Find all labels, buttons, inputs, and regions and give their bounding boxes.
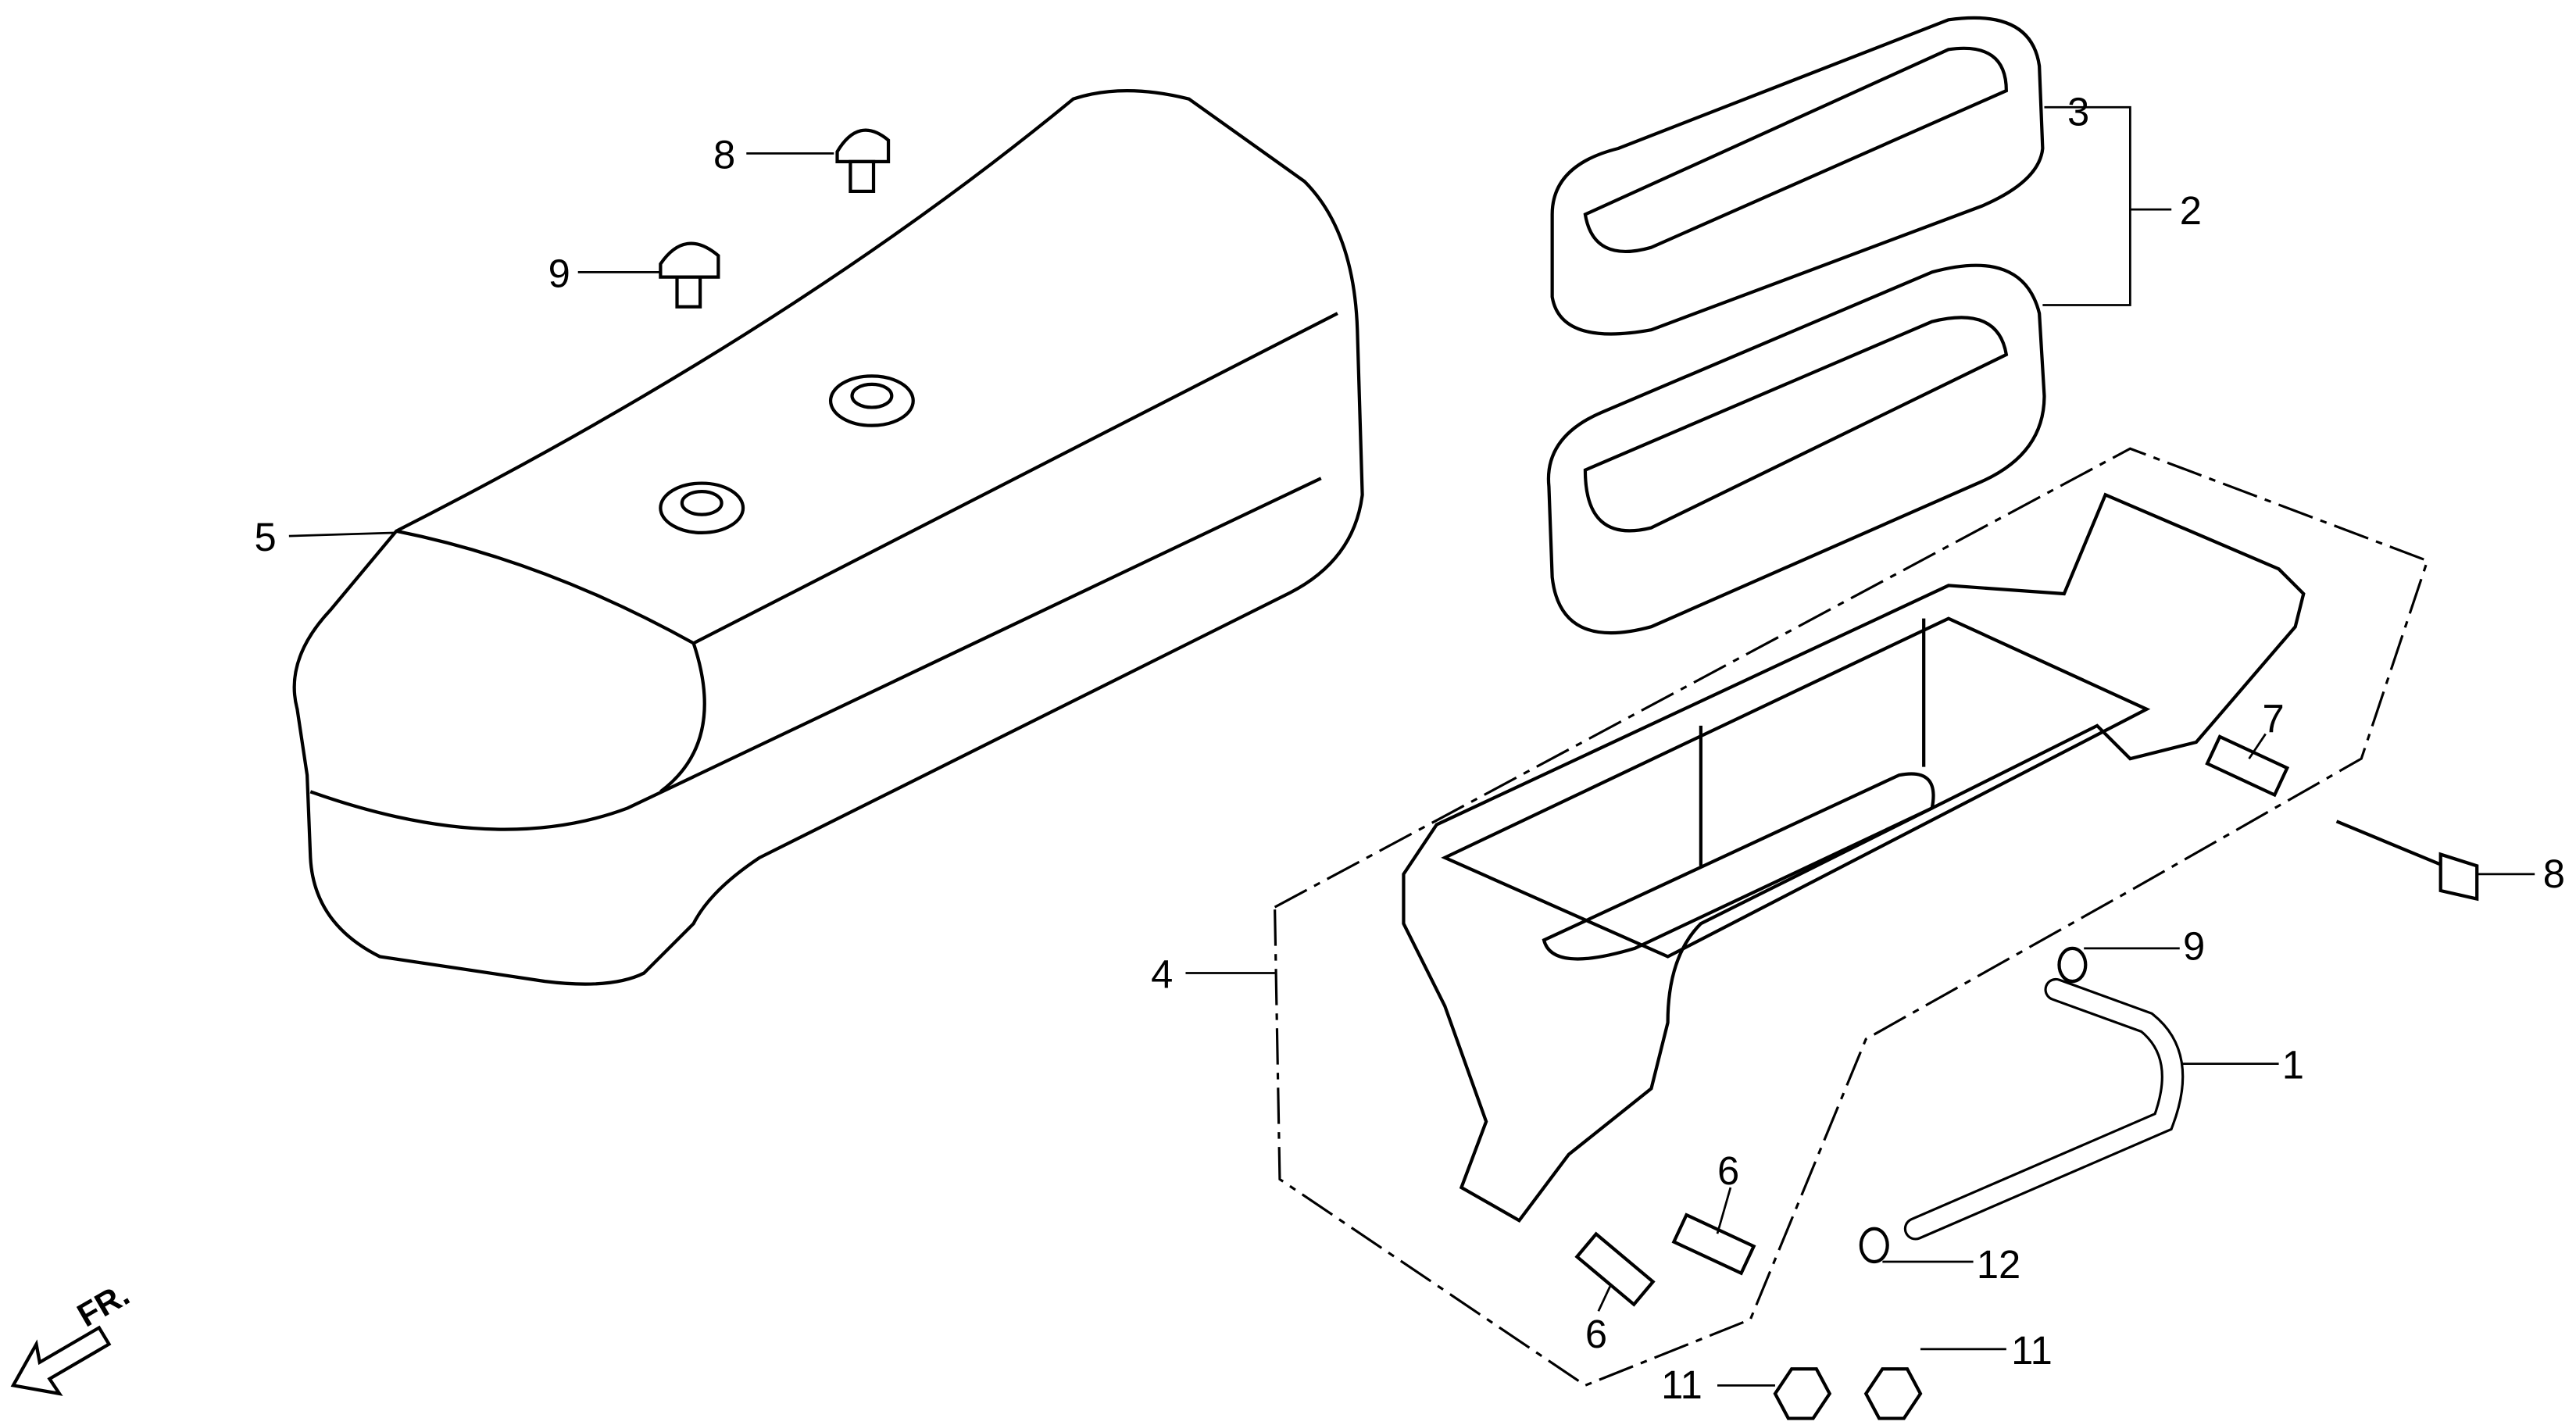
callout-9: 9 [548,251,570,295]
clip-12 [1859,1227,1889,1264]
foam-element [1550,16,2045,336]
callout-9: 8 [713,132,735,177]
front-direction-label: FR. [71,1276,135,1334]
assembly-boundary [1273,447,2429,1388]
screw-9-lower [659,241,720,309]
front-direction-arrow: FR. [10,1276,135,1396]
collar-7 [2205,734,2290,798]
bolt-8 [2335,820,2479,902]
callout-5: 5 [254,515,276,559]
paper-element [1546,263,2046,635]
air-cleaner-case [1402,492,2306,1223]
air-cleaner-cover [292,89,1364,986]
collar-6b [1574,1231,1656,1307]
leader-lines [288,105,2535,1387]
nut-11b [1863,1367,1923,1420]
callout-11: 11 [2011,1328,2053,1373]
clip-10 [2057,946,2088,984]
callout-11: 11 [1661,1362,1702,1407]
callout-1: 1 [2282,1043,2304,1088]
callout-2: 2 [2180,188,2202,233]
collar-6a [1671,1212,1756,1276]
callout-3: 3 [2067,89,2089,134]
callout-4: 4 [1151,952,1173,997]
nut-11a [1773,1367,1832,1420]
callout-6: 6 [1585,1312,1607,1356]
callout-10: 9 [2183,924,2205,969]
callout-7: 7 [2262,696,2284,741]
callout-6: 6 [1717,1148,1739,1193]
screw-9-upper [835,128,891,193]
callout-8: 8 [2543,852,2565,896]
callout-12: 12 [1977,1242,2020,1287]
